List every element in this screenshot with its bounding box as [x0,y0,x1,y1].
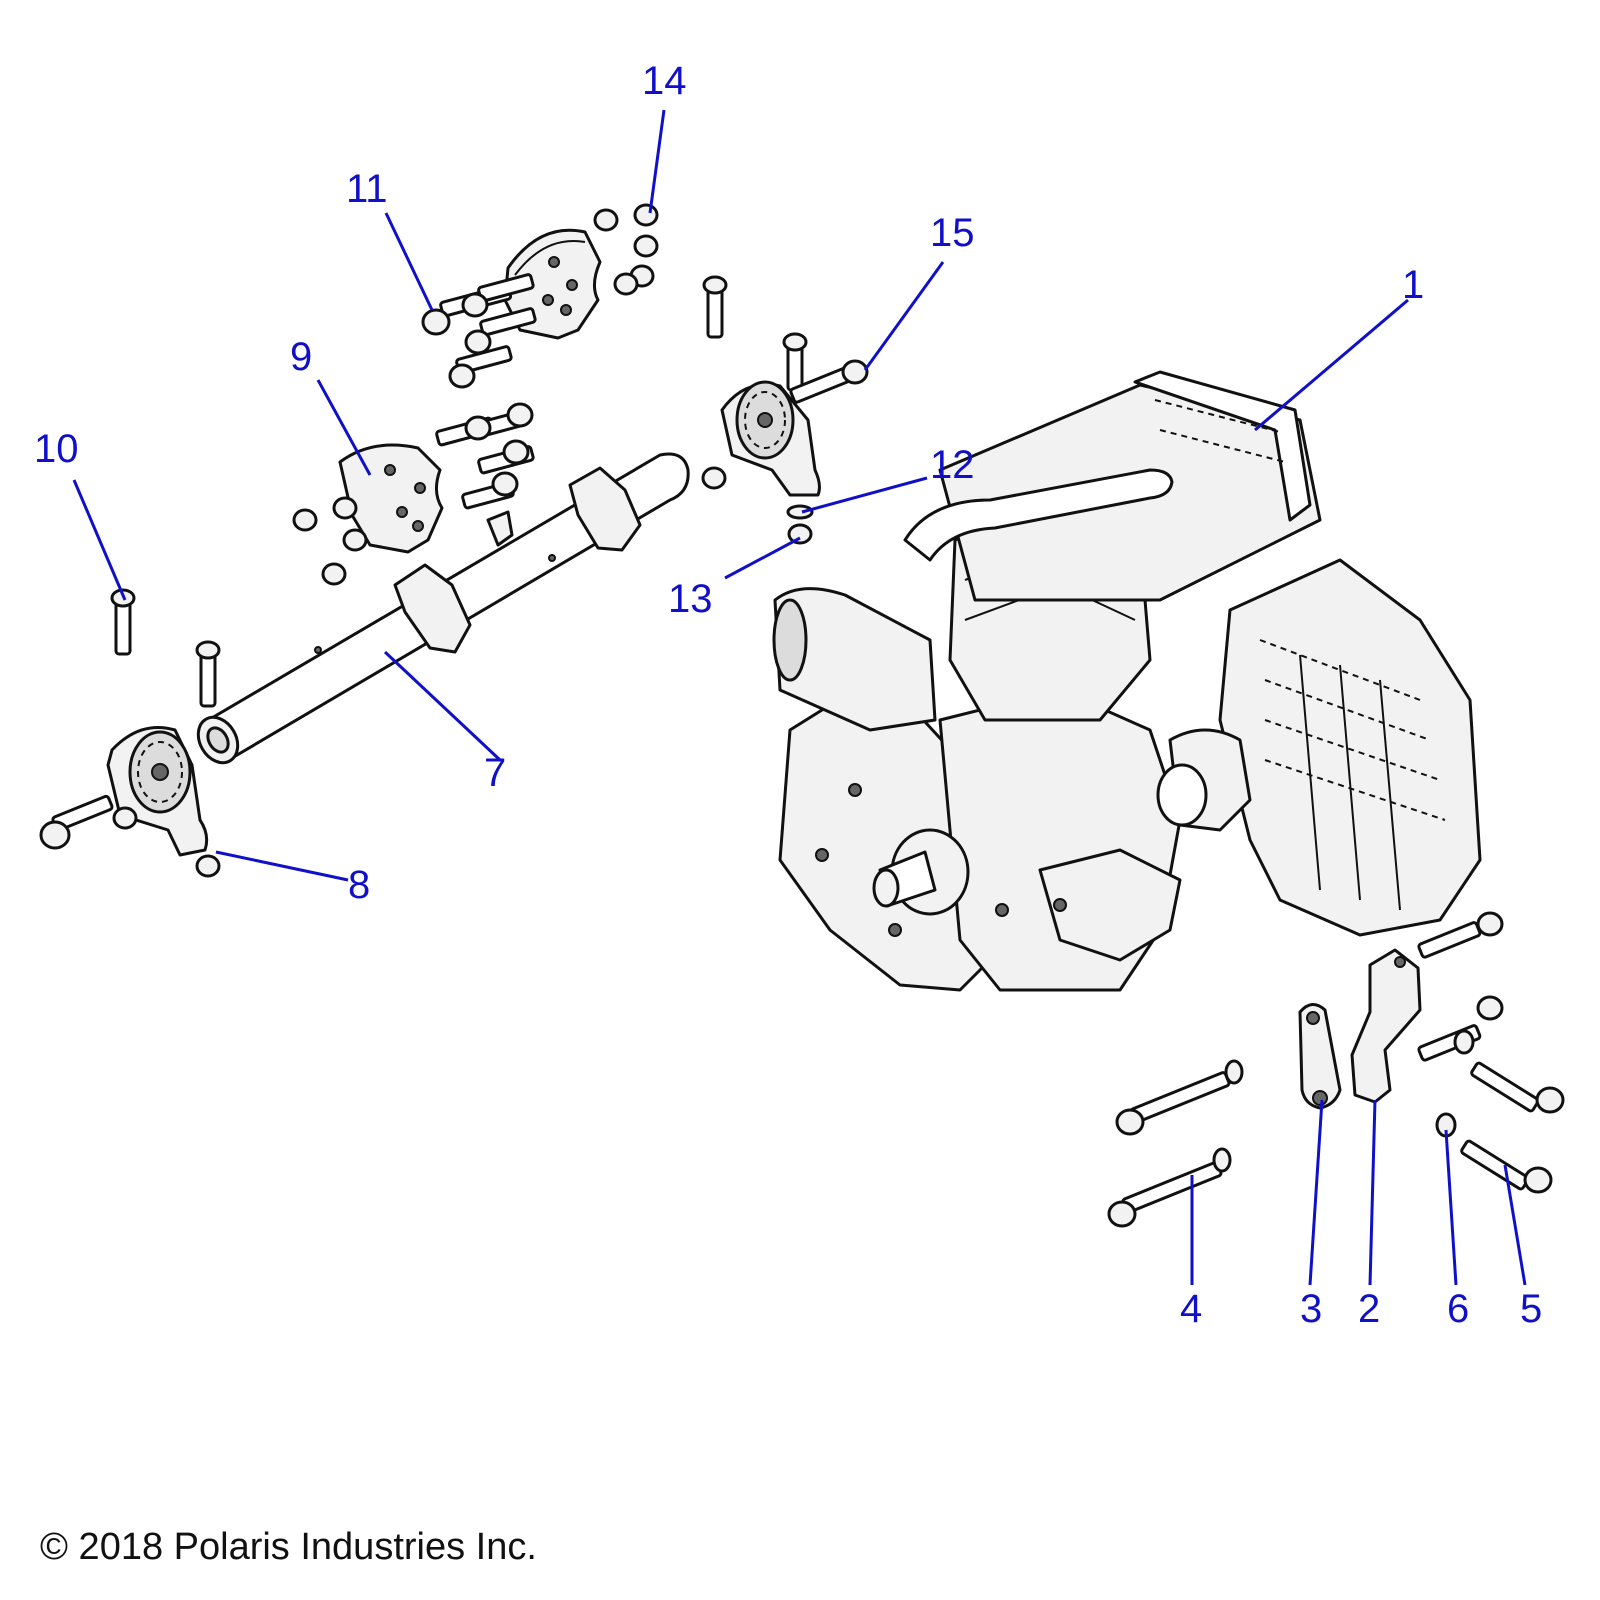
copyright-notice: © 2018 Polaris Industries Inc. [40,1526,537,1568]
callout-4: 4 [1180,1287,1202,1331]
callout-1: 1 [1402,263,1424,307]
callout-7: 7 [484,751,506,795]
part-5-long-bolts [1417,911,1565,1194]
callout-6: 6 [1447,1287,1469,1331]
part-14-bushings [593,203,659,296]
callout-3: 3 [1300,1287,1322,1331]
callout-labels: 1 2 3 4 5 6 7 8 9 10 11 12 13 14 15 [34,59,1542,1331]
part-9-lower-mount-plate [292,402,535,586]
callout-11: 11 [346,167,388,211]
leader-lines [72,109,1527,1286]
callout-9: 9 [290,335,312,379]
part-2-front-bracket [1350,948,1422,1104]
part-4-long-bolts [1107,1059,1244,1228]
callout-12: 12 [930,443,975,487]
part-3-link-plate [1298,1003,1342,1110]
callout-8: 8 [348,863,370,907]
part-15-right-bracket [701,359,869,545]
callout-15: 15 [930,211,975,255]
callout-10: 10 [34,427,79,471]
callout-14: 14 [642,59,687,103]
callout-2: 2 [1358,1287,1380,1331]
part-1-engine [772,370,1482,992]
part-8-left-bracket [39,726,221,878]
part-11-upper-mount-plate [421,228,602,389]
part-7-crossbar-tube [196,452,690,765]
callout-5: 5 [1520,1287,1542,1331]
callout-13: 13 [668,577,713,621]
